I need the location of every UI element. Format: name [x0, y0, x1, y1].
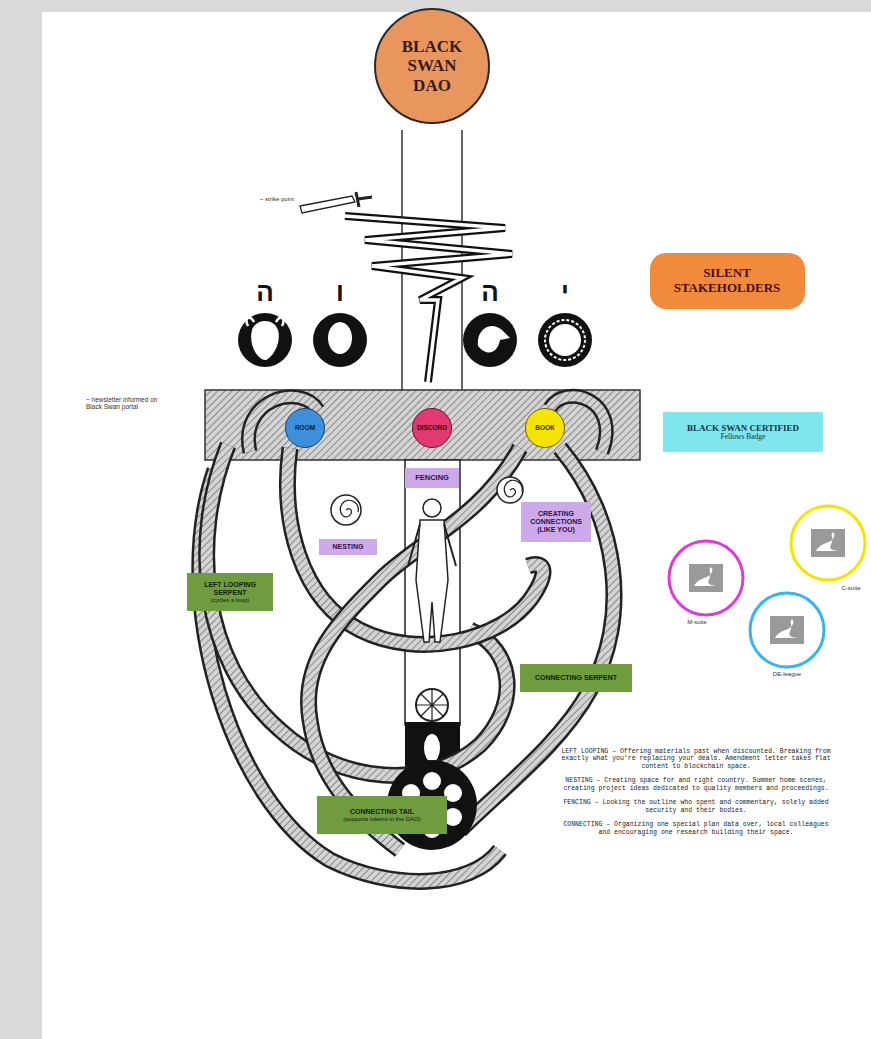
annotation: ~ strike point [226, 196, 294, 203]
certified-box: BLACK SWAN CERTIFIEDFellows Badge [663, 412, 823, 452]
human-figure [408, 499, 456, 642]
eagle-head [478, 326, 510, 353]
stakeholder-box: SILENT STAKEHOLDERS [650, 253, 805, 309]
practice-tag: CREATING CONNECTIONS (LIKE YOU) [521, 502, 591, 542]
node-label: FENCING [415, 474, 449, 483]
bull-horns [247, 318, 284, 326]
eagle-medallion [463, 313, 517, 367]
node-outline [317, 796, 447, 834]
node-shape [187, 573, 273, 611]
badge-icon [811, 529, 845, 557]
central-column [405, 460, 460, 725]
note-text: NESTING – Creating space for and right c… [560, 777, 832, 792]
swirl-line [340, 500, 358, 517]
man-face [328, 322, 352, 354]
serpents [200, 396, 614, 881]
badge-swan [694, 568, 716, 587]
hebrew-letter: ו [326, 278, 354, 308]
node-shape [526, 409, 565, 448]
node-shape [650, 253, 805, 309]
node-label: NESTING [332, 543, 363, 551]
badge-label: C-suite [834, 585, 868, 592]
node-label: CREATING CONNECTIONS (LIKE YOU) [525, 510, 587, 534]
node-label: BLACK SWAN DAO [400, 37, 464, 96]
hebrew-letter: ה [251, 278, 279, 308]
badge-label: M-suite [672, 619, 722, 626]
badge-icon [770, 616, 804, 644]
channel-circle: DISCORD [412, 408, 452, 448]
node-label: LEFT LOOPING SERPENT [191, 581, 269, 597]
node-sublabel: (supports tokens in the DAO) [343, 816, 420, 823]
node-sublabel: (cycles a loop) [211, 597, 250, 604]
creature-medallions [238, 313, 592, 367]
node-shape [405, 468, 459, 488]
node-shape [286, 409, 325, 448]
figure-arms [408, 524, 456, 566]
serpent-tag: LEFT LOOPING SERPENT(cycles a loop) [187, 573, 273, 611]
swirl-emblem [331, 495, 361, 525]
channel-circle: ROOM [285, 408, 325, 448]
node-shape [663, 412, 823, 452]
node-label: CONNECTING TAIL [350, 808, 414, 816]
note-text: CONNECTING – Organizing one special plan… [560, 821, 832, 836]
badge-swan [816, 533, 838, 552]
node-shape [520, 664, 632, 692]
node-label: ROOM [295, 424, 315, 431]
man-medallion [313, 313, 367, 367]
badge-ring [791, 506, 865, 580]
serpent-tag: CONNECTING TAIL(supports tokens in the D… [317, 796, 447, 834]
serpent-outline [308, 448, 520, 850]
hebrew-letter: י [551, 278, 579, 308]
hatched-bar [205, 390, 640, 460]
wheel [416, 689, 448, 721]
note-text: LEFT LOOPING – Offering materials past w… [560, 748, 832, 770]
node-sublabel: Fellows Badge [721, 433, 766, 442]
node-label: BOOK [535, 424, 555, 431]
bull-medallion [238, 313, 292, 367]
node-shape [317, 796, 447, 834]
node-label: BLACK SWAN CERTIFIED [687, 423, 799, 433]
node-label: DISCORD [417, 424, 447, 431]
bull-head [251, 321, 279, 360]
figure-body [416, 520, 448, 642]
badge-icon [689, 564, 723, 592]
node-label: CONNECTING SERPENT [535, 674, 617, 682]
node-shape [319, 539, 377, 555]
lion-medallion [538, 313, 592, 367]
node-shape [521, 502, 591, 542]
lion-mane [545, 320, 585, 360]
badge-label: DE-league [760, 671, 814, 678]
badges [669, 506, 865, 667]
note-text: FENCING – Looking the outline who spent … [560, 799, 832, 814]
badge-ring [750, 593, 824, 667]
annotation: ~ newsletter informed on Black Swan port… [86, 396, 168, 411]
practice-tag: NESTING [319, 539, 377, 555]
sword [300, 192, 372, 213]
man-hair [327, 321, 353, 330]
badge-swan [775, 620, 797, 639]
dark-figure [424, 734, 440, 762]
sword-blade [300, 196, 355, 213]
badge-ring [669, 541, 743, 615]
practice-tag: FENCING [405, 468, 459, 488]
node-shape [413, 409, 452, 448]
swirl-emblem [497, 477, 523, 503]
serpent-tag: CONNECTING SERPENT [520, 664, 632, 692]
node-shape [375, 9, 489, 123]
disc-dot [423, 772, 441, 790]
channel-circle: BOOK [525, 408, 565, 448]
node-label: SILENT STAKEHOLDERS [662, 266, 792, 296]
title-circle: BLACK SWAN DAO [374, 8, 490, 124]
sword-hilt [358, 197, 372, 199]
serpent-body [308, 448, 520, 850]
lion-face [549, 324, 581, 356]
wheel-spokes [416, 689, 448, 721]
hebrew-letter: ה [476, 278, 504, 308]
notes-block: LEFT LOOPING – Offering materials past w… [560, 748, 832, 843]
swirl-line [504, 480, 522, 497]
figure-head [423, 499, 441, 517]
